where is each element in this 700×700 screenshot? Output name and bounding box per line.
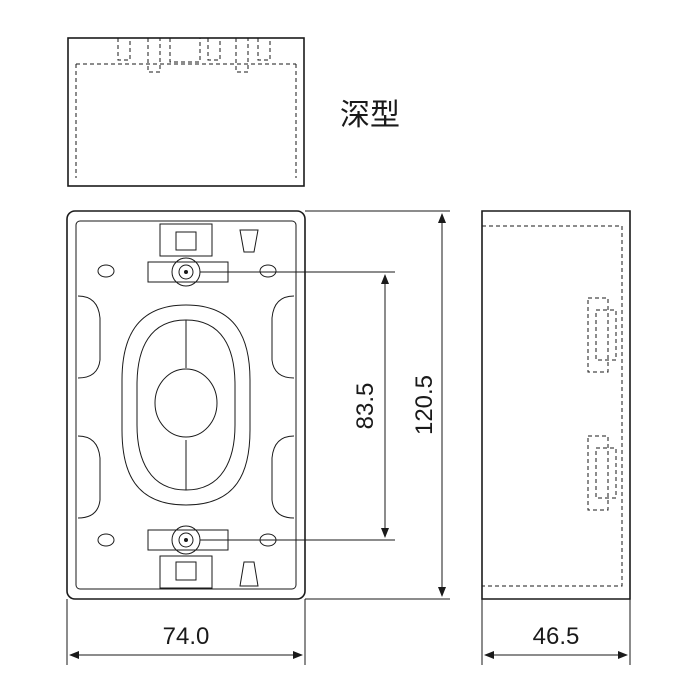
- side-view: [481, 210, 631, 600]
- hole-pitch-dimension: 83.5: [352, 383, 379, 430]
- depth-dimension: 46.5: [533, 623, 580, 650]
- top-view: [67, 37, 305, 187]
- front-view: [66, 210, 306, 600]
- width-dimension: 74.0: [163, 623, 210, 650]
- title-label: 深型: [340, 98, 400, 133]
- height-dimension: 120.5: [411, 375, 438, 435]
